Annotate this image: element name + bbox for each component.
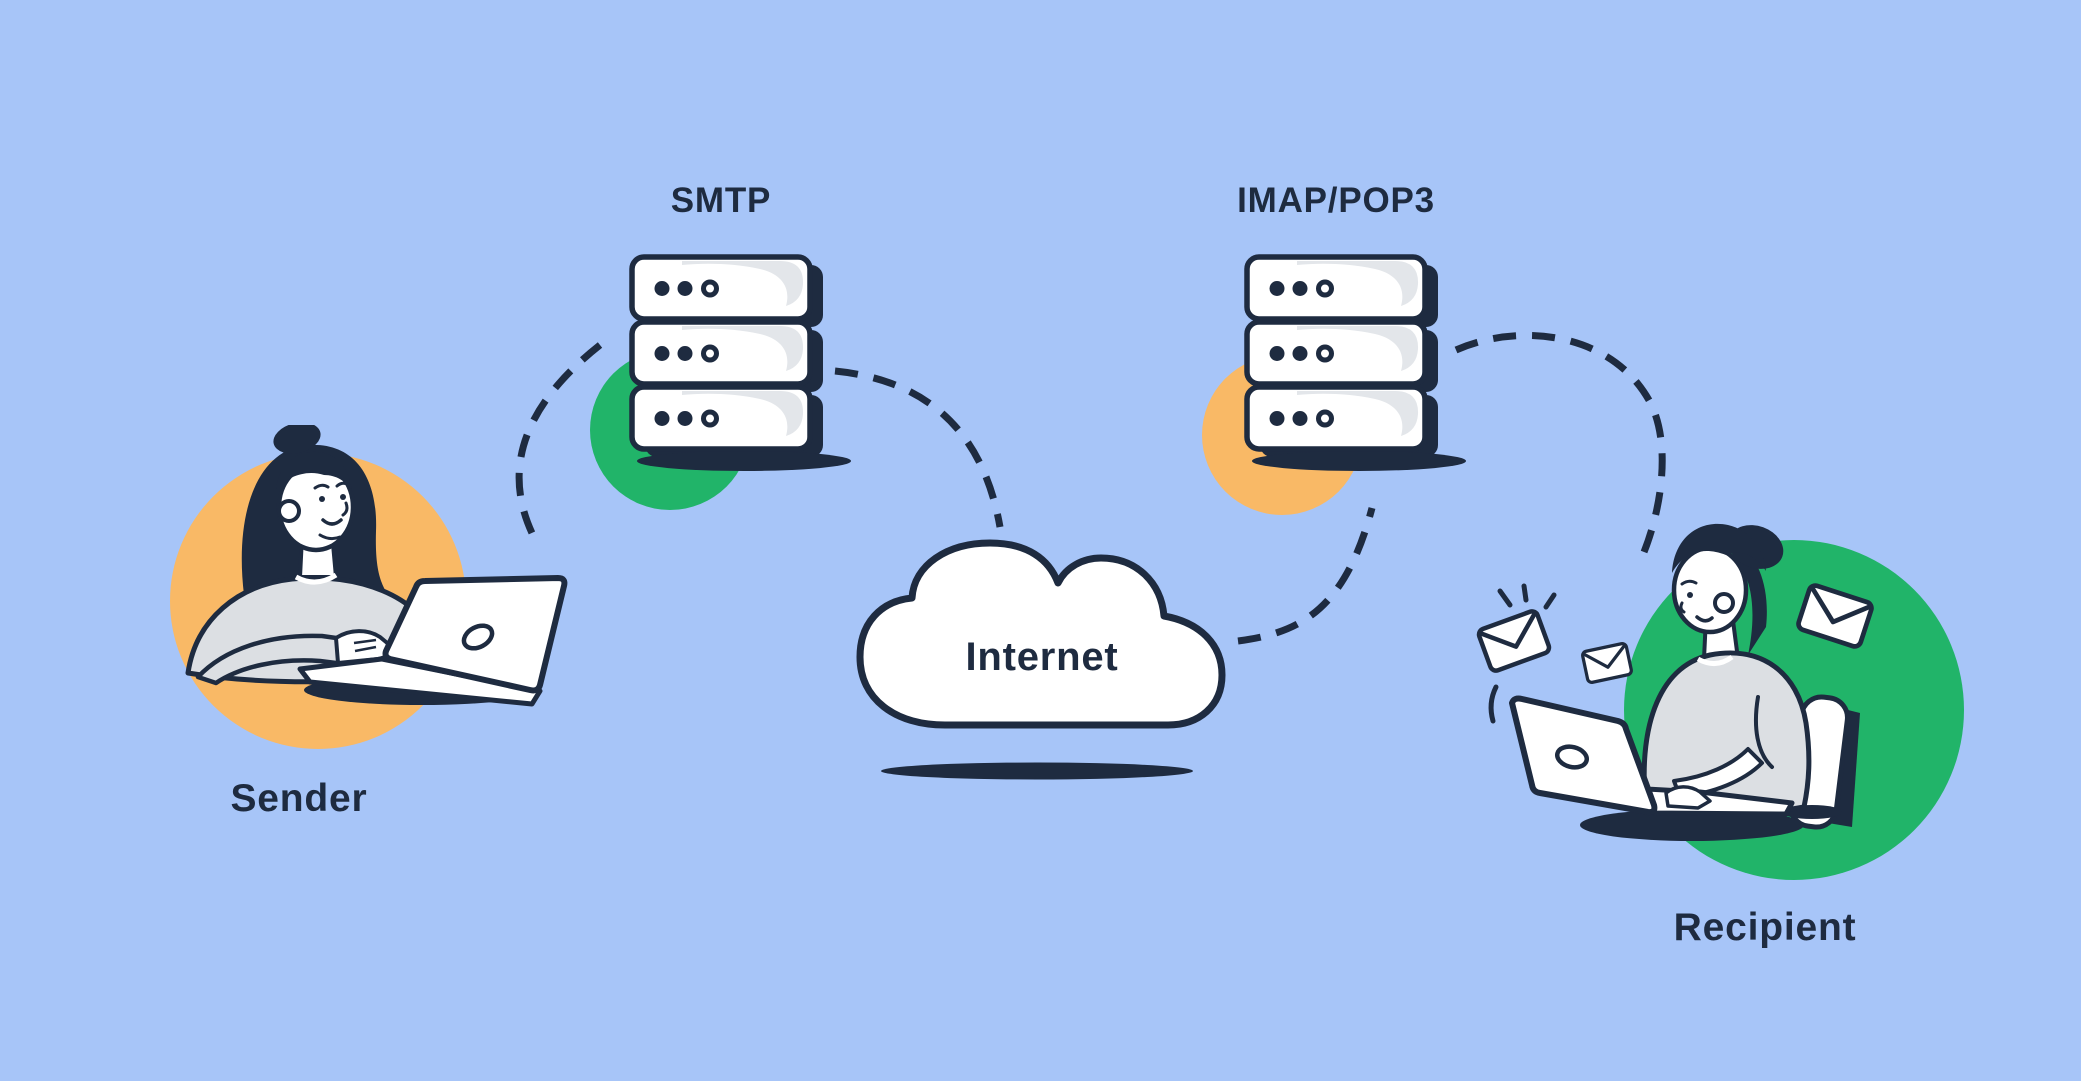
laptop-logo [461, 623, 495, 651]
motion-accent-line [1488, 684, 1499, 724]
envelope-icon [1580, 641, 1634, 685]
cloud-icon [856, 539, 1226, 780]
cloud-shadow [881, 762, 1193, 780]
recipient-label: Recipient [1673, 906, 1857, 949]
recipient-person [1641, 523, 1812, 817]
sender-illustration [170, 425, 568, 749]
imap-server-icon [1241, 250, 1476, 475]
smtp-label: SMTP [670, 181, 772, 220]
sender-person [185, 425, 445, 686]
connector-smtp-to-internet [834, 367, 1004, 528]
sender-laptop-icon [297, 575, 568, 707]
connector-internet-to-imap [1237, 507, 1376, 645]
connector-sender-to-smtp [515, 342, 603, 547]
connector-imap-to-recipient [1454, 332, 1666, 568]
internet-label: Internet [965, 635, 1119, 679]
envelope-icon [1477, 610, 1550, 673]
imap-pop3-label: IMAP/POP3 [1237, 181, 1435, 220]
cloud-shape [856, 539, 1226, 729]
recipient-laptop-icon [1488, 684, 1804, 841]
sparkle-lines [1497, 583, 1557, 610]
sender-label: Sender [230, 777, 368, 820]
recipient-illustration [1460, 523, 1964, 880]
smtp-server-icon [626, 250, 861, 475]
laptop-logo [1554, 744, 1590, 770]
